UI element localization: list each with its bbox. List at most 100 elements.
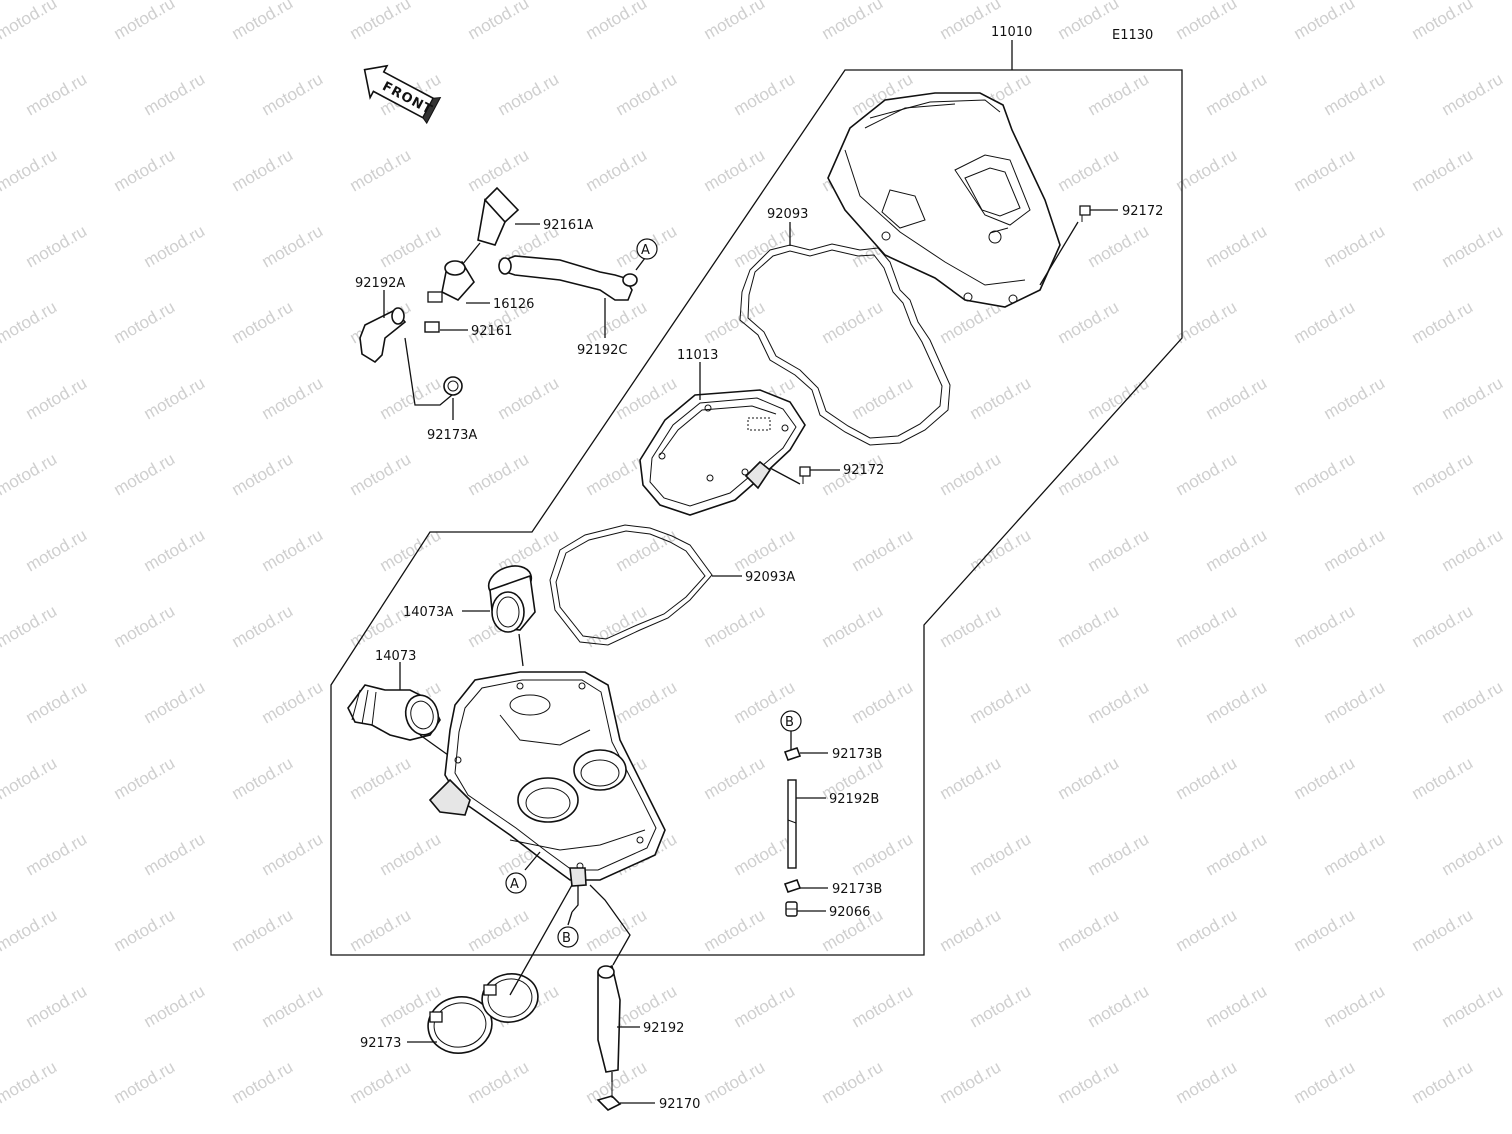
watermark-text: motod.ru <box>1055 601 1123 651</box>
watermark-text: motod.ru <box>465 1057 533 1107</box>
watermark-text: motod.ru <box>111 905 179 955</box>
watermark-text: motod.ru <box>0 449 60 499</box>
ref-circle-a-top: A <box>636 238 658 260</box>
watermark-text: motod.ru <box>377 373 445 423</box>
watermark-text: motod.ru <box>229 601 297 651</box>
watermark-text: motod.ru <box>967 677 1035 727</box>
watermark-text: motod.ru <box>701 0 769 43</box>
watermark-text: motod.ru <box>141 373 209 423</box>
watermark-text: motod.ru <box>701 753 769 803</box>
watermark-text: motod.ru <box>967 981 1035 1031</box>
valve-16126 <box>427 260 475 303</box>
watermark-text: motod.ru <box>937 753 1005 803</box>
watermark-text: motod.ru <box>819 1057 887 1107</box>
watermark-text: motod.ru <box>23 981 91 1031</box>
watermark-text: motod.ru <box>1203 677 1271 727</box>
watermark-text: motod.ru <box>1055 297 1123 347</box>
watermark-text: motod.ru <box>141 221 209 271</box>
watermark-text: motod.ru <box>1321 525 1389 575</box>
watermark-text: motod.ru <box>141 677 209 727</box>
watermark-text: motod.ru <box>1085 525 1153 575</box>
ref-circle-b-right: B <box>780 710 802 732</box>
part-label-92161: 92161 <box>471 324 512 339</box>
hose-92192C <box>499 255 633 301</box>
watermark-text: motod.ru <box>1055 753 1123 803</box>
watermark-text: motod.ru <box>583 145 651 195</box>
watermark-text: motod.ru <box>465 145 533 195</box>
watermark-text: motod.ru <box>347 1057 415 1107</box>
watermark-text: motod.ru <box>1173 1057 1241 1107</box>
plug-92066 <box>785 901 798 917</box>
svg-text:A: A <box>641 243 650 258</box>
watermark-text: motod.ru <box>1409 905 1477 955</box>
gasket-92093A <box>549 524 713 646</box>
watermark-text: motod.ru <box>495 69 563 119</box>
watermark-text: motod.ru <box>229 905 297 955</box>
watermark-text: motod.ru <box>111 0 179 43</box>
air-filter-element <box>639 389 806 516</box>
watermark-text: motod.ru <box>849 373 917 423</box>
watermark-text: motod.ru <box>229 449 297 499</box>
watermark-text: motod.ru <box>1173 753 1241 803</box>
part-label-92173A: 92173A <box>427 428 477 443</box>
watermark-text: motod.ru <box>1409 449 1477 499</box>
watermark-text: motod.ru <box>1085 829 1153 879</box>
watermark-text: motod.ru <box>819 0 887 43</box>
watermark-text: motod.ru <box>1291 905 1359 955</box>
watermark-text: motod.ru <box>819 297 887 347</box>
gasket-92093 <box>739 243 951 446</box>
watermark-text: motod.ru <box>1321 373 1389 423</box>
watermark-text: motod.ru <box>111 145 179 195</box>
svg-text:A: A <box>510 877 519 892</box>
part-label-92093: 92093 <box>767 207 808 222</box>
clip-92161 <box>424 321 440 333</box>
watermark-text: motod.ru <box>229 1057 297 1107</box>
watermark-text: motod.ru <box>111 297 179 347</box>
watermark-text: motod.ru <box>1291 449 1359 499</box>
watermark-text: motod.ru <box>1055 449 1123 499</box>
watermark-text: motod.ru <box>819 601 887 651</box>
watermark-text: motod.ru <box>259 373 327 423</box>
watermark-text: motod.ru <box>1203 373 1271 423</box>
watermark-text: motod.ru <box>731 69 799 119</box>
watermark-text: motod.ru <box>1439 829 1507 879</box>
tube-92192B <box>787 779 797 869</box>
watermark-text: motod.ru <box>1173 601 1241 651</box>
watermark-text: motod.ru <box>967 829 1035 879</box>
watermark-text: motod.ru <box>1203 221 1271 271</box>
watermark-text: motod.ru <box>0 753 60 803</box>
watermark-text: motod.ru <box>1085 69 1153 119</box>
watermark-text: motod.ru <box>1055 1057 1123 1107</box>
watermark-text: motod.ru <box>1203 829 1271 879</box>
watermark-text: motod.ru <box>1085 981 1153 1031</box>
watermark-text: motod.ru <box>465 0 533 43</box>
watermark-text: motod.ru <box>701 905 769 955</box>
watermark-text: motod.ru <box>583 601 651 651</box>
watermark-text: motod.ru <box>1173 0 1241 43</box>
intake-duct-14073 <box>347 684 441 741</box>
watermark-text: motod.ru <box>465 905 533 955</box>
watermark-text: motod.ru <box>1291 753 1359 803</box>
watermark-text: motod.ru <box>1203 69 1271 119</box>
watermark-text: motod.ru <box>583 297 651 347</box>
watermark-text: motod.ru <box>111 1057 179 1107</box>
watermark-text: motod.ru <box>111 601 179 651</box>
watermark-text: motod.ru <box>259 981 327 1031</box>
watermark-text: motod.ru <box>347 449 415 499</box>
watermark-text: motod.ru <box>1173 905 1241 955</box>
watermark-text: motod.ru <box>1203 525 1271 575</box>
part-label-92192A: 92192A <box>355 276 405 291</box>
watermark-text: motod.ru <box>465 449 533 499</box>
hose-92192 <box>597 964 621 1073</box>
watermark-text: motod.ru <box>23 69 91 119</box>
watermark-text: motod.ru <box>229 753 297 803</box>
watermark-text: motod.ru <box>1321 221 1389 271</box>
clip-92173B-bottom <box>783 878 802 894</box>
watermark-text: motod.ru <box>1439 677 1507 727</box>
watermark-text: motod.ru <box>23 373 91 423</box>
watermark-text: motod.ru <box>1321 69 1389 119</box>
clamp-92173 <box>427 973 539 1054</box>
assembly-outline <box>330 69 1183 956</box>
watermark-text: motod.ru <box>1321 677 1389 727</box>
watermark-text: motod.ru <box>1439 221 1507 271</box>
